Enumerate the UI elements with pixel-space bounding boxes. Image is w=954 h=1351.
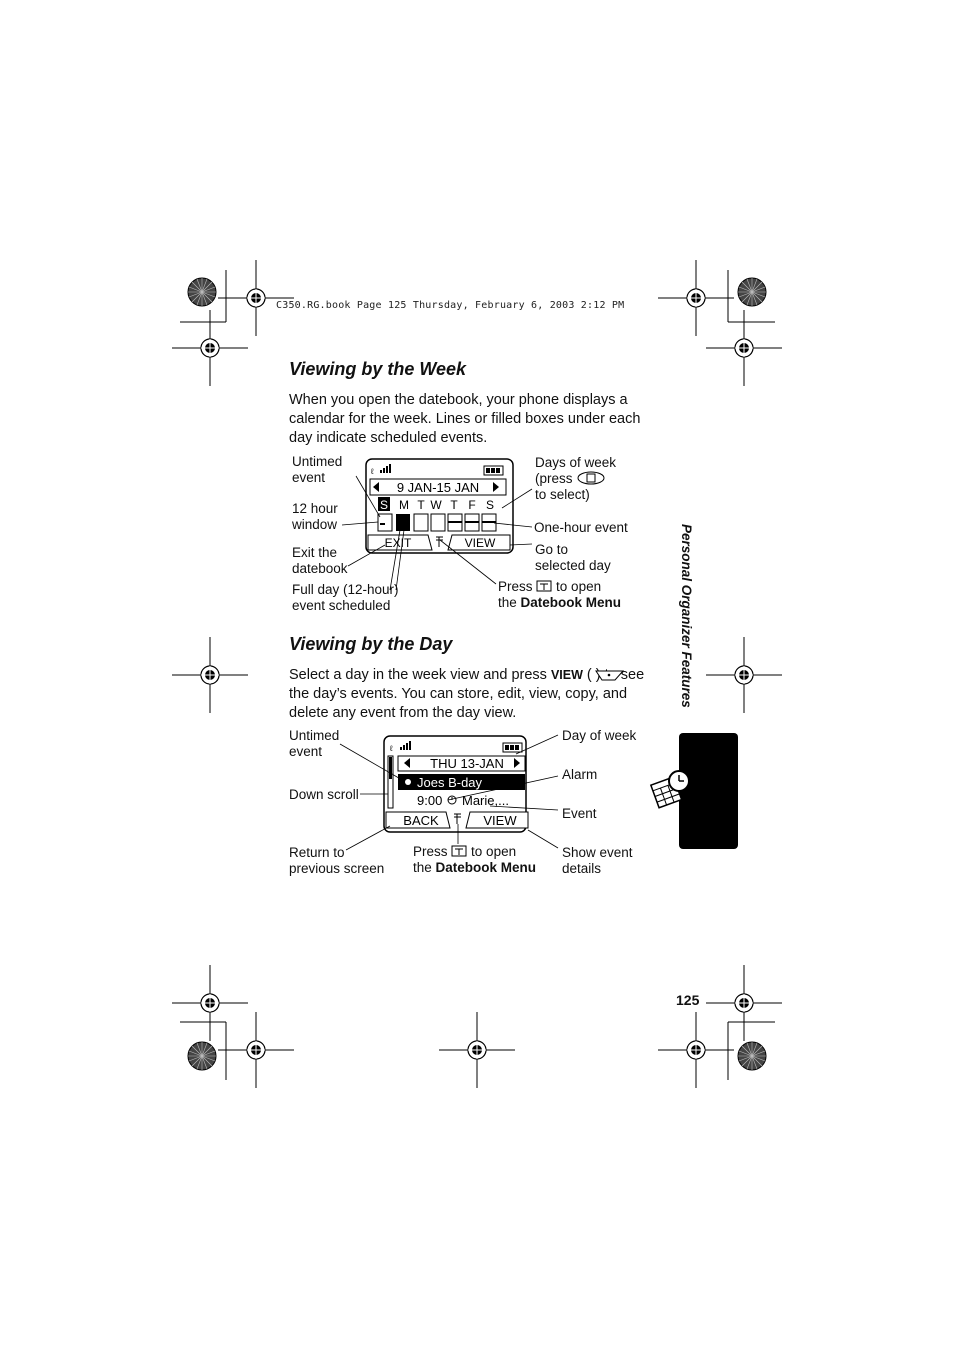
weekday-label: M (399, 498, 409, 512)
corner-marks-top (171, 259, 783, 387)
section-title-day: Viewing by the Day (289, 634, 453, 654)
nav-key-icon (577, 471, 605, 485)
weekday-label: T (450, 498, 458, 512)
signal-icon: ℓ (389, 741, 411, 753)
menu-key-icon (454, 813, 461, 824)
section-body-day: Select a day in the week view and press … (289, 667, 645, 721)
left-soft-key (385, 811, 451, 829)
callout-alarm: Alarm (562, 767, 598, 782)
left-arrow-icon (373, 482, 379, 492)
leader-lines (339, 734, 559, 851)
day-box (377, 513, 393, 532)
day-view-diagram: ℓ THU 13-JAN Joes B-day 9:00 Marie,... B… (339, 734, 559, 851)
callout-event: Event (562, 806, 597, 821)
callout-one-hour-event: One-hour event (534, 520, 628, 535)
left-arrow-icon (404, 758, 410, 768)
right-soft-key (465, 811, 529, 829)
day-box-full (396, 514, 410, 531)
weekday-label: W (430, 498, 442, 512)
weekday-label: T (417, 498, 425, 512)
left-soft-key (367, 534, 433, 551)
callout-down-scroll: Down scroll (289, 787, 359, 802)
menu-key-icon (451, 845, 467, 857)
day-box (430, 513, 446, 532)
callout-press-menu-week: Press to open the Datebook Menu (498, 579, 622, 610)
right-arrow-icon (514, 758, 520, 768)
page-number: 125 (676, 992, 700, 1008)
datebook-icon (649, 770, 690, 809)
svg-text:9:00: 9:00 (417, 793, 442, 808)
battery-icon (502, 742, 523, 753)
callout-day-of-week: Day of week (562, 728, 637, 743)
menu-key-icon (436, 536, 443, 547)
svg-text:VIEW: VIEW (483, 813, 517, 828)
section-body-week: When you open the datebook, your phone d… (289, 392, 641, 446)
week-range: 9 JAN-15 JAN (397, 480, 479, 495)
svg-text:ℓ: ℓ (389, 744, 393, 753)
soft-key-icon (595, 670, 625, 681)
right-soft-key (447, 534, 511, 551)
svg-text:VIEW: VIEW (465, 536, 496, 550)
menu-key-icon (536, 580, 552, 592)
callout-days-of-week: Days of week (press to select) (535, 455, 617, 502)
corner-marks-bottom (171, 964, 783, 1089)
chapter-tab (679, 733, 738, 849)
svg-text:Joes B-day: Joes B-day (417, 775, 483, 790)
selected-event-row (398, 774, 525, 790)
weekday-label: S (486, 498, 494, 512)
svg-text:Marie,...: Marie,... (462, 793, 509, 808)
weekday-label: F (468, 498, 475, 512)
leader-lines (341, 475, 533, 591)
day-box (413, 513, 429, 532)
selected-day-highlight (378, 497, 390, 511)
svg-text:BACK: BACK (403, 813, 439, 828)
callout-full-day-event: Full day (12-hour)event scheduled (292, 582, 399, 613)
battery-icon (483, 465, 504, 476)
scroll-bar (387, 755, 394, 809)
signal-icon: ℓ (370, 464, 391, 476)
callout-press-menu-day: Press to open the Datebook Menu (413, 844, 537, 875)
svg-text:ℓ: ℓ (370, 467, 374, 476)
svg-text:EXIT: EXIT (385, 536, 412, 550)
section-title-week: Viewing by the Week (289, 359, 467, 379)
print-header: C350.RG.book Page 125 Thursday, February… (276, 300, 625, 311)
right-arrow-icon (493, 482, 499, 492)
side-tab-label: Personal Organizer Features (679, 524, 694, 708)
weekday-label: S (380, 498, 388, 512)
svg-text:THU 13-JAN: THU 13-JAN (430, 756, 504, 771)
